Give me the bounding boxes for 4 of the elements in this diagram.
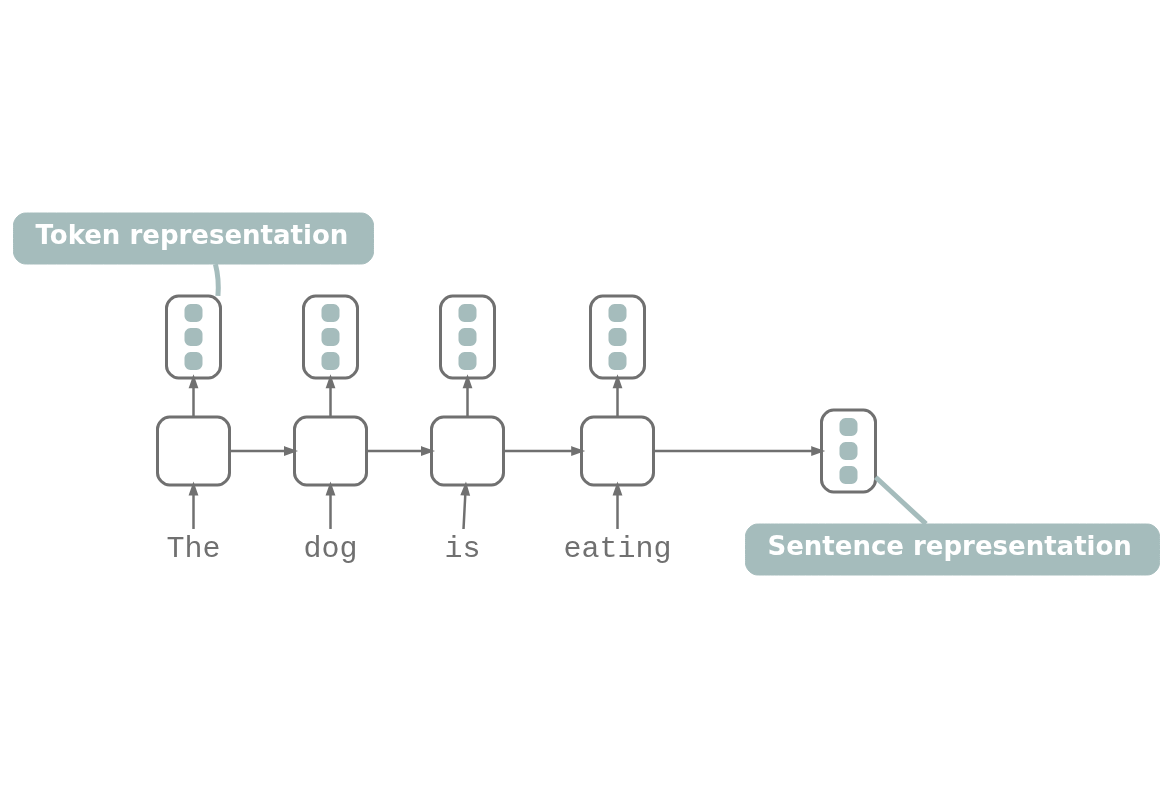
node-text: The bbox=[166, 531, 221, 566]
node-text: is bbox=[444, 531, 481, 566]
node-text: dog bbox=[303, 531, 358, 566]
node-text: eating bbox=[563, 531, 672, 566]
